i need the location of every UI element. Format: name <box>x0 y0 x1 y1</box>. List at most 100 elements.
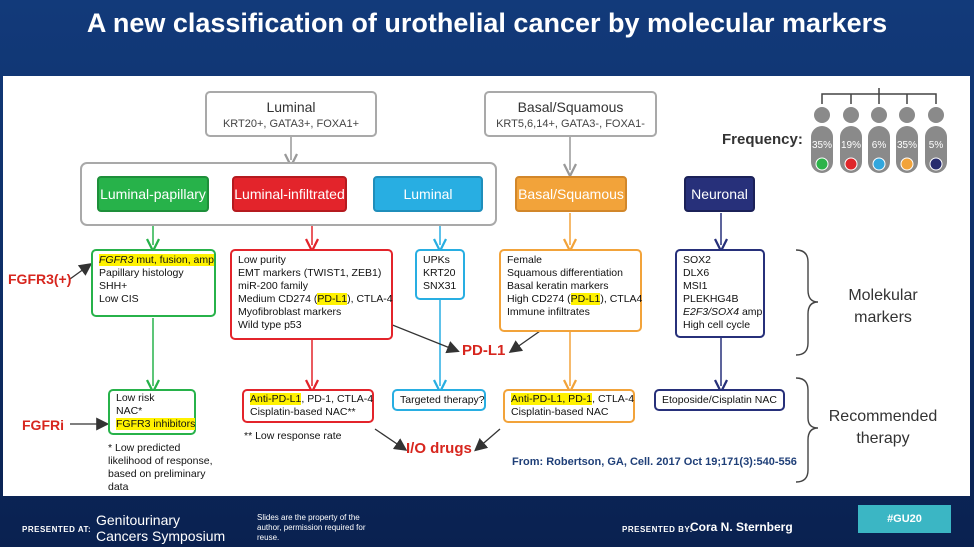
marker-fgfr3-detail: mut, fusion, amp <box>133 254 214 266</box>
footnote-nac: * Low predicted likelihood of response, … <box>108 442 213 493</box>
marker-item: ), CTLA-4 <box>347 293 393 305</box>
therapy-item: , PD-1, CTLA-4 <box>301 393 374 405</box>
markers-luminal-papillary: FGFR3 mut, fusion, amp Papillary histolo… <box>91 249 216 317</box>
marker-pdl1: PD-L1 <box>317 293 348 305</box>
symposium-name-line1: Genitourinary <box>96 512 181 528</box>
frequency-percent: 35% <box>896 140 917 151</box>
basal-header-markers: KRT5,6,14+, GATA3-, FOXA1- <box>496 118 645 130</box>
frequency-percent: 6% <box>871 140 887 151</box>
subtype-luminal-papillary: Luminal-papillary <box>97 176 209 212</box>
marker-item: Low CIS <box>99 293 139 305</box>
subtype-label: Luminal <box>403 186 453 202</box>
marker-item: ), CTLA4 <box>600 293 643 305</box>
marker-item: amp <box>739 306 763 318</box>
presenter-name: Cora N. Sternberg <box>690 520 793 534</box>
subtype-basal-squamous: Basal/Squamous <box>515 176 627 212</box>
subtype-label: Neuronal <box>691 186 748 202</box>
person-icon <box>811 107 833 173</box>
markers-basal-squamous: Female Squamous differentiation Basal ke… <box>499 249 642 332</box>
marker-item: Basal keratin markers <box>507 280 609 292</box>
marker-item: Immune infiltrates <box>507 306 590 318</box>
marker-item: KRT20 <box>423 267 456 279</box>
marker-item: Papillary histology <box>99 267 184 279</box>
therapy-item: Etoposide/Cisplatin NAC <box>662 394 777 406</box>
marker-item: E2F3/SOX4 <box>683 306 740 318</box>
marker-item: EMT markers (TWIST1, ZEB1) <box>238 267 382 279</box>
basal-header-name: Basal/Squamous <box>517 99 624 115</box>
subtype-label: Basal/Squamous <box>518 186 624 202</box>
footnote-low-response: ** Low response rate <box>244 430 342 442</box>
frequency-percent: 19% <box>840 140 861 151</box>
therapy-luminal: Targeted therapy? <box>392 389 486 411</box>
fgfri-label: FGFRi <box>22 417 64 433</box>
marker-item: Myofibroblast markers <box>238 306 342 318</box>
therapy-fgfr3-inhibitors: FGFR3 inhibitors <box>116 418 196 430</box>
marker-item: High CD274 ( <box>507 293 571 305</box>
marker-item: Squamous differentiation <box>507 267 623 279</box>
marker-item: DLX6 <box>683 267 710 279</box>
therapy-anti-pdl1-pd1: Anti-PD-L1, PD-1 <box>511 393 593 405</box>
frequency-person-icon: 6% <box>867 106 891 179</box>
marker-item: Medium CD274 ( <box>238 293 318 305</box>
marker-item: UPKs <box>423 254 450 266</box>
molekular-markers-label: Molekular markers <box>848 287 918 326</box>
person-icon <box>896 107 918 173</box>
io-drugs-label: I/O drugs <box>406 440 472 457</box>
disclaimer-text: Slides are the property of the author, p… <box>257 513 366 542</box>
therapy-item: Targeted therapy? <box>400 394 485 406</box>
frequency-person-icon: 19% <box>839 106 863 179</box>
hashtag-text: #GU20 <box>887 513 922 525</box>
marker-item: PLEKHG4B <box>683 293 739 305</box>
subtype-luminal: Luminal <box>373 176 483 212</box>
marker-item: Female <box>507 254 543 266</box>
pdl1-label: PD-L1 <box>462 342 506 359</box>
person-icon <box>840 107 862 173</box>
subtype-label: Luminal-papillary <box>100 186 206 202</box>
therapy-anti-pdl1: Anti-PD-L1 <box>250 393 302 405</box>
marker-item: miR-200 family <box>238 280 309 292</box>
luminal-header-box: Luminal KRT20+, GATA3+, FOXA1+ <box>205 91 377 137</box>
markers-neuronal: SOX2 DLX6 MSI1 PLEKHG4B E2F3/SOX4 amp Hi… <box>675 249 765 338</box>
frequency-person-icon: 5% <box>924 106 948 179</box>
subtype-luminal-infiltrated: Luminal-infiltrated <box>232 176 347 212</box>
markers-luminal: UPKs KRT20 SNX31 <box>415 249 465 300</box>
frequency-label: Frequency: <box>722 131 803 148</box>
therapy-basal-squamous: Anti-PD-L1, PD-1, CTLA-4 Cisplatin-based… <box>503 389 635 423</box>
therapy-item: Cisplatin-based NAC** <box>250 406 356 418</box>
frequency-percent: 35% <box>811 140 832 151</box>
person-icon <box>868 107 890 173</box>
therapy-item: , CTLA-4 <box>592 393 635 405</box>
recommended-therapy-label: Recommended therapy <box>828 408 938 447</box>
basal-header-box: Basal/Squamous KRT5,6,14+, GATA3-, FOXA1… <box>484 91 657 137</box>
luminal-header-name: Luminal <box>266 99 316 115</box>
therapy-luminal-papillary: Low risk NAC* FGFR3 inhibitors <box>108 389 196 435</box>
frequency-person-icon: 35% <box>810 106 834 179</box>
marker-item: MSI1 <box>683 280 708 292</box>
frequency-percent: 5% <box>928 140 944 151</box>
marker-fgfr3: FGFR3 <box>99 254 134 266</box>
marker-item: High cell cycle <box>683 319 751 331</box>
subtype-label: Luminal-infiltrated <box>234 186 345 202</box>
therapy-neuronal: Etoposide/Cisplatin NAC <box>654 389 785 411</box>
fgfr3-label: FGFR3(+) <box>8 271 72 287</box>
slide-title: A new classification of urothelial cance… <box>86 8 888 38</box>
symposium-name-line2: Cancers Symposium <box>96 528 226 544</box>
therapy-item: Low risk <box>116 392 155 404</box>
marker-item: Low purity <box>238 254 286 266</box>
marker-item: SNX31 <box>423 280 457 292</box>
presented-by-label: PRESENTED BY: <box>622 525 693 534</box>
source-citation: From: Robertson, GA, Cell. 2017 Oct 19;1… <box>512 456 797 468</box>
presented-at-label: PRESENTED AT: <box>22 525 92 534</box>
markers-luminal-infiltrated: Low purity EMT markers (TWIST1, ZEB1) mi… <box>230 249 393 340</box>
frequency-person-icon: 35% <box>895 106 919 179</box>
marker-pdl1: PD-L1 <box>570 293 601 305</box>
person-icon <box>925 107 947 173</box>
marker-item: SOX2 <box>683 254 712 266</box>
marker-item: SHH+ <box>99 280 128 292</box>
subtype-neuronal: Neuronal <box>684 176 755 212</box>
therapy-luminal-infiltrated: Anti-PD-L1, PD-1, CTLA-4 Cisplatin-based… <box>242 389 374 423</box>
therapy-item: NAC* <box>116 405 143 417</box>
therapy-item: Cisplatin-based NAC <box>511 406 609 418</box>
luminal-header-markers: KRT20+, GATA3+, FOXA1+ <box>222 118 360 130</box>
hashtag-badge: #GU20 <box>858 505 951 533</box>
